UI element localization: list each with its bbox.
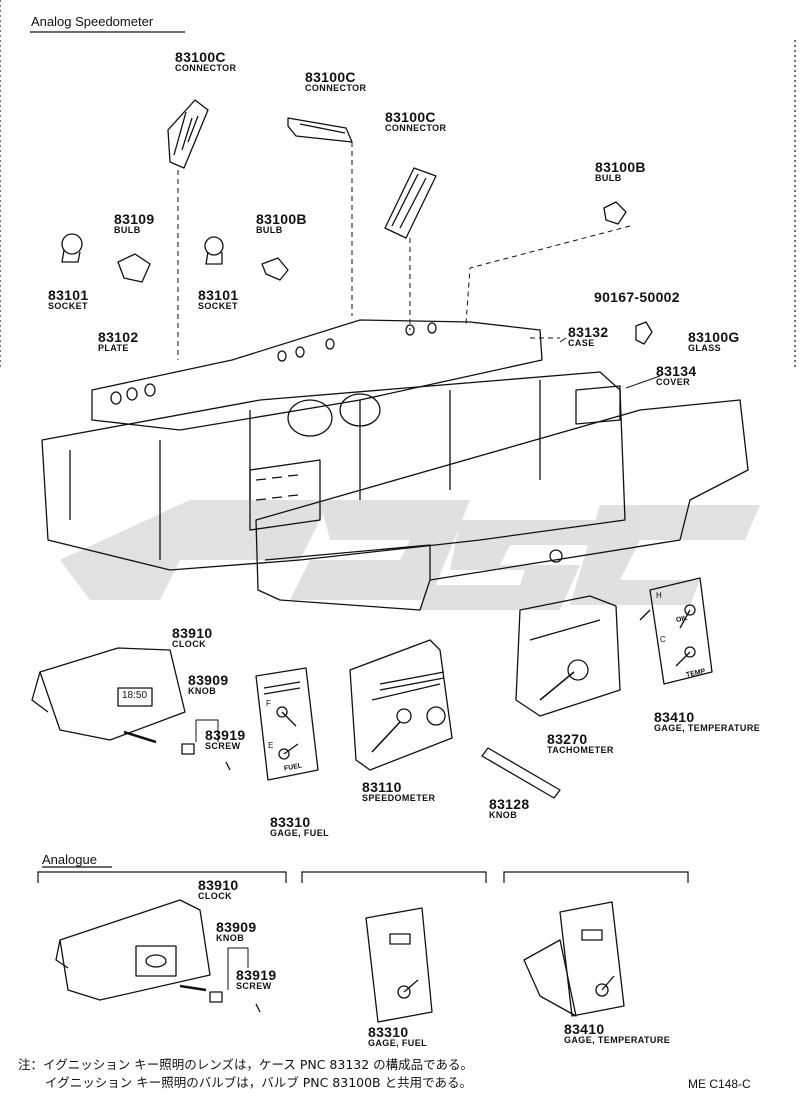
temp-gauge-bottom [523, 901, 625, 1017]
fuel-gauge-top [255, 667, 319, 781]
diagram-code: ME C148-C [688, 1077, 751, 1091]
bulb-icon-1 [603, 201, 627, 225]
glass-cover-outline [255, 399, 749, 611]
watermark-logo [60, 500, 760, 610]
footnote-line-1: 注：イグニッション キー照明のレンズは，ケース PNC 83132 の構成品であ… [18, 1057, 474, 1072]
section-title-top: Analog Speedometer [31, 14, 154, 29]
fuel-gauge-bottom [365, 907, 433, 1023]
case-outline [41, 371, 626, 571]
temp-gauge-top [639, 577, 713, 685]
connector-3-icon [384, 167, 437, 239]
line-art [31, 99, 749, 1023]
clock-unit-bottom [55, 899, 261, 1013]
socket-icon-2 [204, 236, 224, 265]
plate-outline [91, 319, 543, 431]
gauge-text-e: E [268, 741, 274, 750]
screw-icon-top [635, 321, 653, 345]
speedometer-unit [349, 639, 453, 771]
gauge-text-c: C [660, 635, 666, 644]
bulb-icon-3 [261, 257, 289, 281]
knob-rod [481, 747, 561, 799]
socket-icon-1 [61, 233, 83, 263]
gauge-text-h: H [656, 591, 662, 600]
footnote-line-2: イグニッション キー照明のバルブは，バルブ PNC 83100B と共用である。 [45, 1075, 472, 1090]
section-title-bottom: Analogue [42, 852, 97, 867]
connector-1-icon [167, 99, 209, 169]
section-frames [0, 0, 796, 883]
leader-lines [195, 337, 661, 990]
clock-unit-top [31, 647, 231, 771]
clock-display-text: 18:50 [122, 690, 148, 701]
tachometer-unit [515, 595, 621, 717]
guide-lines [177, 142, 631, 360]
part-label-screw-90167: 90167-50002 [594, 289, 680, 305]
bulb-icon-2 [117, 253, 151, 283]
connector-2-icon [287, 117, 353, 143]
gauge-text-f: F [266, 699, 271, 708]
